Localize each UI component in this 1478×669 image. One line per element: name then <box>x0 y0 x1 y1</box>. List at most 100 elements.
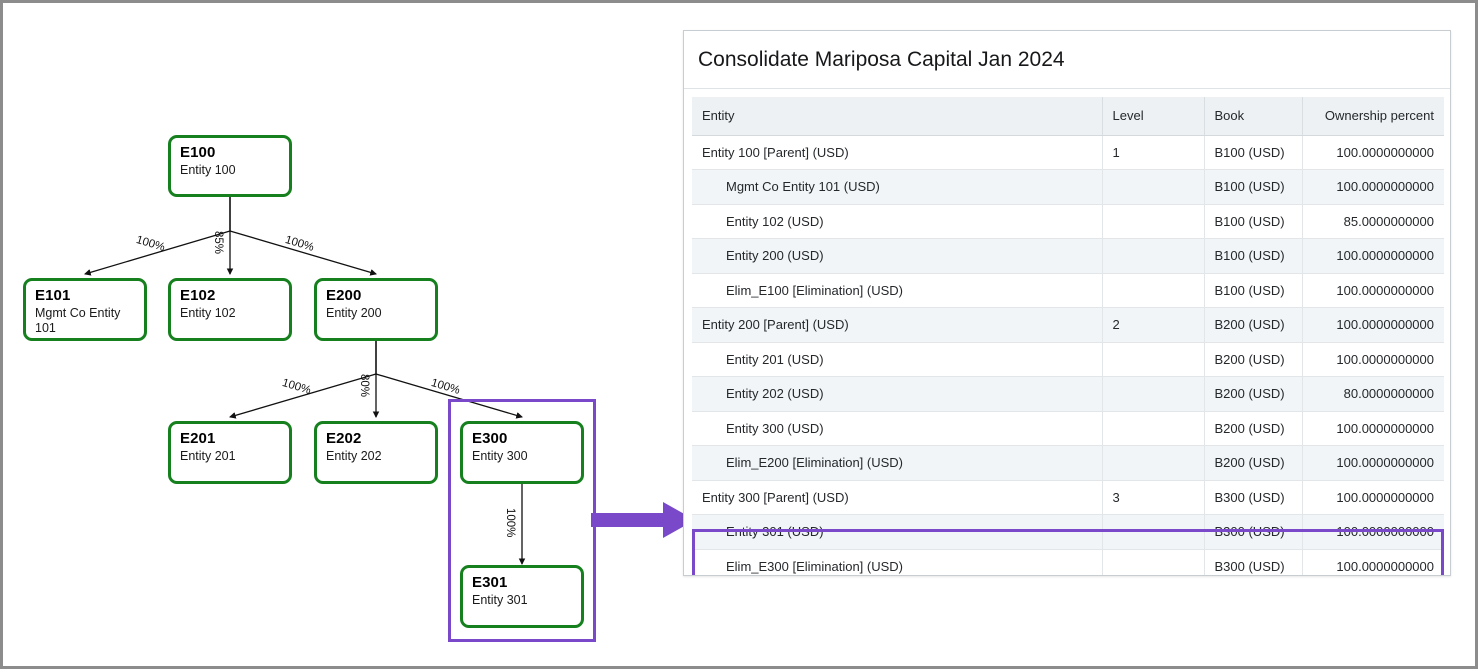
connector-arrow-icon <box>591 502 695 538</box>
cell-ownership-percent: 100.0000000000 <box>1302 273 1444 308</box>
cell-book: B200 (USD) <box>1204 307 1303 343</box>
cell-book: B200 (USD) <box>1204 342 1303 377</box>
cell-level <box>1102 238 1205 274</box>
cell-level <box>1102 204 1205 239</box>
column-header-level[interactable]: Level <box>1102 97 1205 136</box>
cell-entity: Entity 100 [Parent] (USD) <box>692 135 1103 170</box>
cell-level <box>1102 376 1205 412</box>
node-label: Entity 300 <box>472 449 528 463</box>
node-label: Entity 201 <box>180 449 236 463</box>
cell-book: B100 (USD) <box>1204 238 1303 274</box>
cell-book: B300 (USD) <box>1204 480 1303 515</box>
cell-ownership-percent: 80.0000000000 <box>1302 376 1444 412</box>
node-label: Entity 102 <box>180 306 236 320</box>
cell-level <box>1102 549 1205 575</box>
table-row[interactable]: Entity 301 (USD) B300 (USD)100.0000000000 <box>692 514 1444 550</box>
consolidation-panel: Consolidate Mariposa Capital Jan 2024 En… <box>683 30 1451 576</box>
cell-book: B300 (USD) <box>1204 514 1303 550</box>
table-row[interactable]: Entity 202 (USD)B200 (USD)80.0000000000 <box>692 376 1444 412</box>
cell-entity: Elim_E100 [Elimination] (USD) <box>692 273 1103 308</box>
cell-entity: Entity 301 (USD) <box>692 514 1103 550</box>
cell-ownership-percent: 100.0000000000 <box>1302 445 1444 481</box>
cell-entity: Entity 102 (USD) <box>692 204 1103 239</box>
node-E100[interactable]: E100 Entity 100 <box>168 135 292 197</box>
cell-entity: Entity 200 [Parent] (USD) <box>692 307 1103 343</box>
column-header-entity[interactable]: Entity <box>692 97 1103 136</box>
table-header-row: Entity Level Book Ownership percent <box>692 97 1444 136</box>
node-code: E300 <box>472 430 508 447</box>
cell-ownership-percent: 100.0000000000 <box>1302 169 1444 205</box>
node-code: E200 <box>326 287 362 304</box>
edge-label-E300-E301: 100% <box>504 508 516 538</box>
column-header-ownership-percent[interactable]: Ownership percent <box>1302 97 1444 136</box>
cell-entity: Elim_E200 [Elimination] (USD) <box>692 445 1103 481</box>
cell-ownership-percent: 100.0000000000 <box>1302 135 1444 170</box>
cell-level: 2 <box>1102 307 1205 343</box>
cell-ownership-percent: 100.0000000000 <box>1302 514 1444 550</box>
cell-level <box>1102 169 1205 205</box>
cell-entity: Entity 201 (USD) <box>692 342 1103 377</box>
cell-book: B200 (USD) <box>1204 376 1303 412</box>
cell-entity: Mgmt Co Entity 101 (USD) <box>692 169 1103 205</box>
cell-level <box>1102 411 1205 446</box>
table-row[interactable]: Mgmt Co Entity 101 (USD) B100 (USD)100.00… <box>692 169 1444 205</box>
cell-ownership-percent: 100.0000000000 <box>1302 480 1444 515</box>
node-label: Entity 100 <box>180 163 236 177</box>
cell-ownership-percent: 85.0000000000 <box>1302 204 1444 239</box>
cell-level <box>1102 273 1205 308</box>
cell-ownership-percent: 100.0000000000 <box>1302 411 1444 446</box>
table-row[interactable]: Elim_E100 [Elimination] (USD) B100 (USD)1… <box>692 273 1444 308</box>
node-label: Entity 200 <box>326 306 382 320</box>
node-code: E101 <box>35 287 71 304</box>
node-code: E102 <box>180 287 216 304</box>
node-label: Entity 202 <box>326 449 382 463</box>
edge-label-E200-E202: 80% <box>358 374 370 398</box>
node-label: Mgmt Co Entity 101 <box>35 306 121 335</box>
cell-ownership-percent: 100.0000000000 <box>1302 549 1444 575</box>
grid-container[interactable]: Entity Level Book Ownership percent Enti… <box>684 89 1450 575</box>
table-row[interactable]: Entity 201 (USD) B200 (USD)100.0000000000 <box>692 342 1444 377</box>
cell-book: B100 (USD) <box>1204 273 1303 308</box>
cell-book: B100 (USD) <box>1204 204 1303 239</box>
cell-book: B100 (USD) <box>1204 135 1303 170</box>
cell-level <box>1102 514 1205 550</box>
node-E101[interactable]: E101 Mgmt Co Entity 101 <box>23 278 147 341</box>
node-code: E202 <box>326 430 362 447</box>
node-E202[interactable]: E202 Entity 202 <box>314 421 438 484</box>
entity-ownership-table: Entity Level Book Ownership percent Enti… <box>692 97 1444 575</box>
node-E201[interactable]: E201 Entity 201 <box>168 421 292 484</box>
panel-title: Consolidate Mariposa Capital Jan 2024 <box>684 31 1450 89</box>
table-row[interactable]: Entity 102 (USD) B100 (USD)85.0000000000 <box>692 204 1444 239</box>
cell-entity: Entity 200 (USD) <box>692 238 1103 274</box>
table-row[interactable]: Entity 300 (USD)B200 (USD)100.0000000000 <box>692 411 1444 446</box>
column-header-book[interactable]: Book <box>1204 97 1303 136</box>
diagram-edges <box>84 197 526 566</box>
cell-ownership-percent: 100.0000000000 <box>1302 307 1444 343</box>
table-row[interactable]: Entity 200 (USD)B100 (USD)100.0000000000 <box>692 238 1444 274</box>
cell-book: B200 (USD) <box>1204 445 1303 481</box>
node-E300[interactable]: E300 Entity 300 <box>460 421 584 484</box>
table-row[interactable]: Elim_E200 [Elimination] (USD) B200 (USD)1… <box>692 445 1444 481</box>
cell-book: B300 (USD) <box>1204 549 1303 575</box>
entity-hierarchy-diagram: E100 Entity 100 E101 Mgmt Co Entity 101 … <box>3 3 695 666</box>
node-label: Entity 301 <box>472 593 528 607</box>
node-E301[interactable]: E301 Entity 301 <box>460 565 584 628</box>
cell-book: B100 (USD) <box>1204 169 1303 205</box>
cell-book: B200 (USD) <box>1204 411 1303 446</box>
node-E200[interactable]: E200 Entity 200 <box>314 278 438 341</box>
cell-entity: Entity 300 [Parent] (USD) <box>692 480 1103 515</box>
table-row[interactable]: Elim_E300 [Elimination] (USD) B300 (USD)1… <box>692 549 1444 575</box>
node-E102[interactable]: E102 Entity 102 <box>168 278 292 341</box>
node-code: E201 <box>180 430 216 447</box>
cell-level <box>1102 445 1205 481</box>
node-code: E301 <box>472 574 508 591</box>
cell-ownership-percent: 100.0000000000 <box>1302 342 1444 377</box>
edge-label-E100-E102: 85% <box>212 231 224 255</box>
cell-level: 1 <box>1102 135 1205 170</box>
cell-entity: Elim_E300 [Elimination] (USD) <box>692 549 1103 575</box>
